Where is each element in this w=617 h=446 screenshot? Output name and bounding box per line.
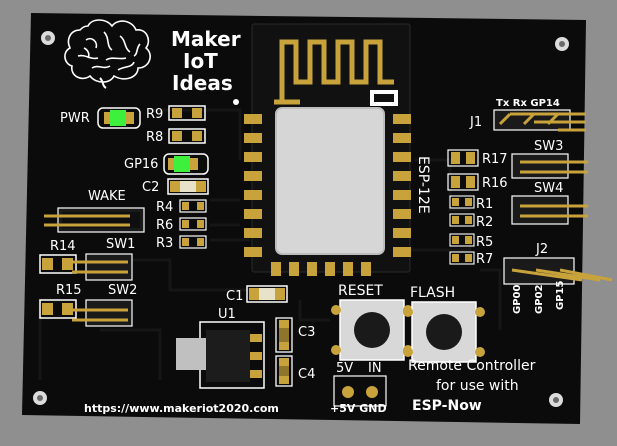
footer-line-3: ESP-Now bbox=[412, 398, 482, 414]
label-r2: R2 bbox=[476, 215, 493, 230]
resistor-r3 bbox=[179, 235, 207, 249]
label-5v: 5V bbox=[336, 361, 353, 376]
label-r15: R15 bbox=[56, 283, 82, 298]
label-r16: R16 bbox=[482, 176, 508, 191]
reset-button bbox=[331, 299, 413, 361]
brand-line-3: Ideas bbox=[172, 71, 233, 95]
gp16-led bbox=[163, 153, 209, 175]
sw3-header bbox=[511, 153, 588, 179]
resistor-r2 bbox=[449, 213, 475, 227]
pwr-label: PWR bbox=[60, 111, 90, 126]
label-r6: R6 bbox=[156, 218, 173, 233]
url-label: https://www.makeriot2020.com bbox=[84, 402, 279, 415]
power-pins-label: +5V GND bbox=[330, 402, 387, 415]
label-c2: C2 bbox=[142, 180, 159, 195]
flash-button bbox=[403, 301, 485, 363]
antenna-trace bbox=[279, 39, 394, 92]
capacitor-c3 bbox=[275, 317, 293, 353]
resistor-r9 bbox=[168, 105, 206, 121]
resistor-r1 bbox=[449, 195, 475, 209]
resistor-r5 bbox=[449, 233, 475, 247]
brand-line-2: IoT bbox=[183, 49, 218, 73]
label-r4: R4 bbox=[156, 200, 173, 215]
j2-pin-gp00: GP00 bbox=[512, 285, 523, 314]
esp-12e-module bbox=[244, 23, 411, 276]
wake-header bbox=[44, 207, 145, 233]
label-r9: R9 bbox=[146, 107, 163, 122]
module-pads-right bbox=[393, 114, 411, 257]
power-input-header bbox=[333, 375, 387, 407]
label-u1: U1 bbox=[218, 307, 236, 322]
label-sw3: SW3 bbox=[534, 139, 563, 154]
label-sw4: SW4 bbox=[534, 181, 563, 196]
module-label: ESP-12E bbox=[415, 156, 431, 214]
j2-pin-gp02: GP02 bbox=[534, 285, 545, 314]
capacitor-c1 bbox=[246, 285, 288, 303]
j2-pin-gp15: GP15 bbox=[555, 281, 566, 310]
mounting-holes bbox=[33, 31, 569, 407]
label-c4: C4 bbox=[298, 367, 315, 382]
label-r17: R17 bbox=[482, 152, 508, 167]
label-r3: R3 bbox=[156, 236, 173, 251]
resistor-r7 bbox=[449, 251, 475, 265]
pwr-led bbox=[97, 107, 141, 129]
capacitor-c2 bbox=[167, 178, 209, 195]
label-r8: R8 bbox=[146, 130, 163, 145]
sw4-header bbox=[511, 195, 588, 225]
label-j1: J1 bbox=[469, 115, 482, 130]
label-r1: R1 bbox=[476, 197, 493, 212]
resistor-r16 bbox=[447, 173, 479, 191]
brain-logo-icon bbox=[64, 19, 151, 89]
j1-header bbox=[493, 109, 586, 132]
label-sw1: SW1 bbox=[106, 237, 135, 252]
wake-label: WAKE bbox=[88, 189, 126, 204]
label-r5: R5 bbox=[476, 235, 493, 250]
label-sw2: SW2 bbox=[108, 283, 137, 298]
label-r14: R14 bbox=[50, 239, 76, 254]
sw1-header bbox=[72, 253, 133, 281]
module-pads-left bbox=[244, 114, 262, 257]
rf-shield bbox=[275, 107, 385, 255]
label-j2: J2 bbox=[535, 242, 548, 257]
resistor-r4 bbox=[179, 199, 207, 213]
j1-pins-label: Tx Rx GP14 bbox=[496, 98, 560, 109]
sw2-header bbox=[72, 299, 133, 327]
label-in: IN bbox=[368, 361, 382, 376]
label-c1: C1 bbox=[226, 289, 243, 304]
capacitor-c4 bbox=[275, 355, 293, 387]
label-r7: R7 bbox=[476, 252, 493, 267]
gp16-label: GP16 bbox=[124, 157, 158, 172]
brand-line-1: Maker bbox=[171, 27, 241, 51]
resistor-r8 bbox=[168, 128, 206, 144]
regulator-u1 bbox=[176, 321, 265, 389]
footer-line-1: Remote Controller bbox=[408, 358, 536, 374]
label-flash: FLASH bbox=[410, 285, 455, 301]
j2-header bbox=[503, 257, 613, 285]
resistor-r14 bbox=[39, 254, 77, 274]
resistor-r17 bbox=[447, 149, 479, 167]
resistor-r6 bbox=[179, 217, 207, 231]
module-pads-bottom bbox=[271, 262, 371, 276]
footer-line-2: for use with bbox=[436, 378, 519, 394]
label-c3: C3 bbox=[298, 325, 315, 340]
label-reset: RESET bbox=[338, 283, 383, 299]
